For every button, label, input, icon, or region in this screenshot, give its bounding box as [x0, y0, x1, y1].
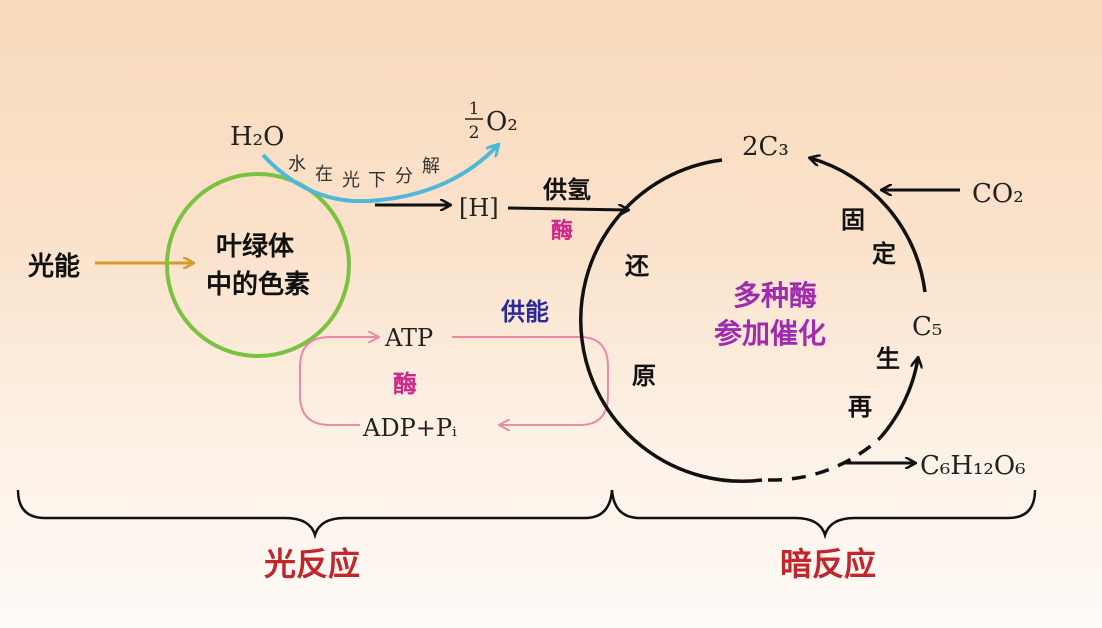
atp-enzyme-label: 酶 [393, 370, 417, 398]
fixation-char: 固 [841, 206, 865, 234]
photolysis-arrow [261, 145, 498, 204]
co2-label: CO₂ [972, 179, 1024, 209]
adp-label: ADP+Pᵢ [362, 414, 457, 442]
oxygen-numerator: 1 [469, 99, 480, 119]
photolysis-text: 水 在 光 下 分 解 [288, 154, 440, 191]
glucose-label: C₆H₁₂O₆ [920, 451, 1026, 481]
fixation-arc [810, 158, 927, 293]
reduction-char: 原 [632, 362, 656, 390]
enzymes-label-2: 参加催化 [714, 317, 826, 350]
enzymes-label-1: 多种酶 [733, 279, 817, 312]
reduction-char: 还 [625, 252, 650, 280]
hydrogen-enzyme-label: 酶 [551, 219, 573, 244]
supply-hydrogen-arrow [507, 208, 628, 210]
light-reaction-label: 光反应 [264, 545, 360, 583]
chloroplast-label-1: 叶绿体 [216, 232, 295, 262]
c3-label: 2C₃ [742, 132, 789, 162]
fixation-char: 定 [872, 240, 896, 268]
dark-reaction-label: 暗反应 [780, 545, 876, 583]
photolysis-char: 在 [315, 164, 333, 185]
hydrogen-label: [H] [459, 194, 499, 222]
c5-label: C₅ [912, 312, 942, 342]
regeneration-char: 再 [848, 393, 872, 421]
photolysis-char: 解 [422, 156, 440, 177]
energy-supply-loop [452, 336, 609, 425]
photolysis-char: 光 [342, 170, 360, 191]
photolysis-char: 分 [395, 166, 413, 187]
water-label: H₂O [230, 122, 284, 152]
chloroplast-label-2: 中的色素 [206, 269, 310, 300]
light-reaction-brace [16, 489, 614, 540]
chloroplast-circle [165, 172, 351, 358]
light-energy-label: 光能 [27, 251, 80, 282]
glucose-branch-dashed-arc [767, 436, 882, 482]
oxygen-denominator: 2 [469, 123, 480, 143]
atp-regeneration-loop [299, 336, 380, 426]
photolysis-char: 水 [288, 154, 306, 175]
supply-energy-label: 供能 [500, 298, 549, 326]
supply-hydrogen-label: 供氢 [542, 176, 591, 204]
atp-label: ATP [384, 324, 433, 352]
dark-reaction-brace [610, 489, 1037, 540]
reduction-arc [579, 158, 763, 483]
photolysis-char: 下 [368, 170, 386, 191]
regeneration-char: 生 [876, 345, 900, 373]
regeneration-arc [878, 358, 918, 440]
oxygen-formula: O₂ [486, 107, 518, 137]
